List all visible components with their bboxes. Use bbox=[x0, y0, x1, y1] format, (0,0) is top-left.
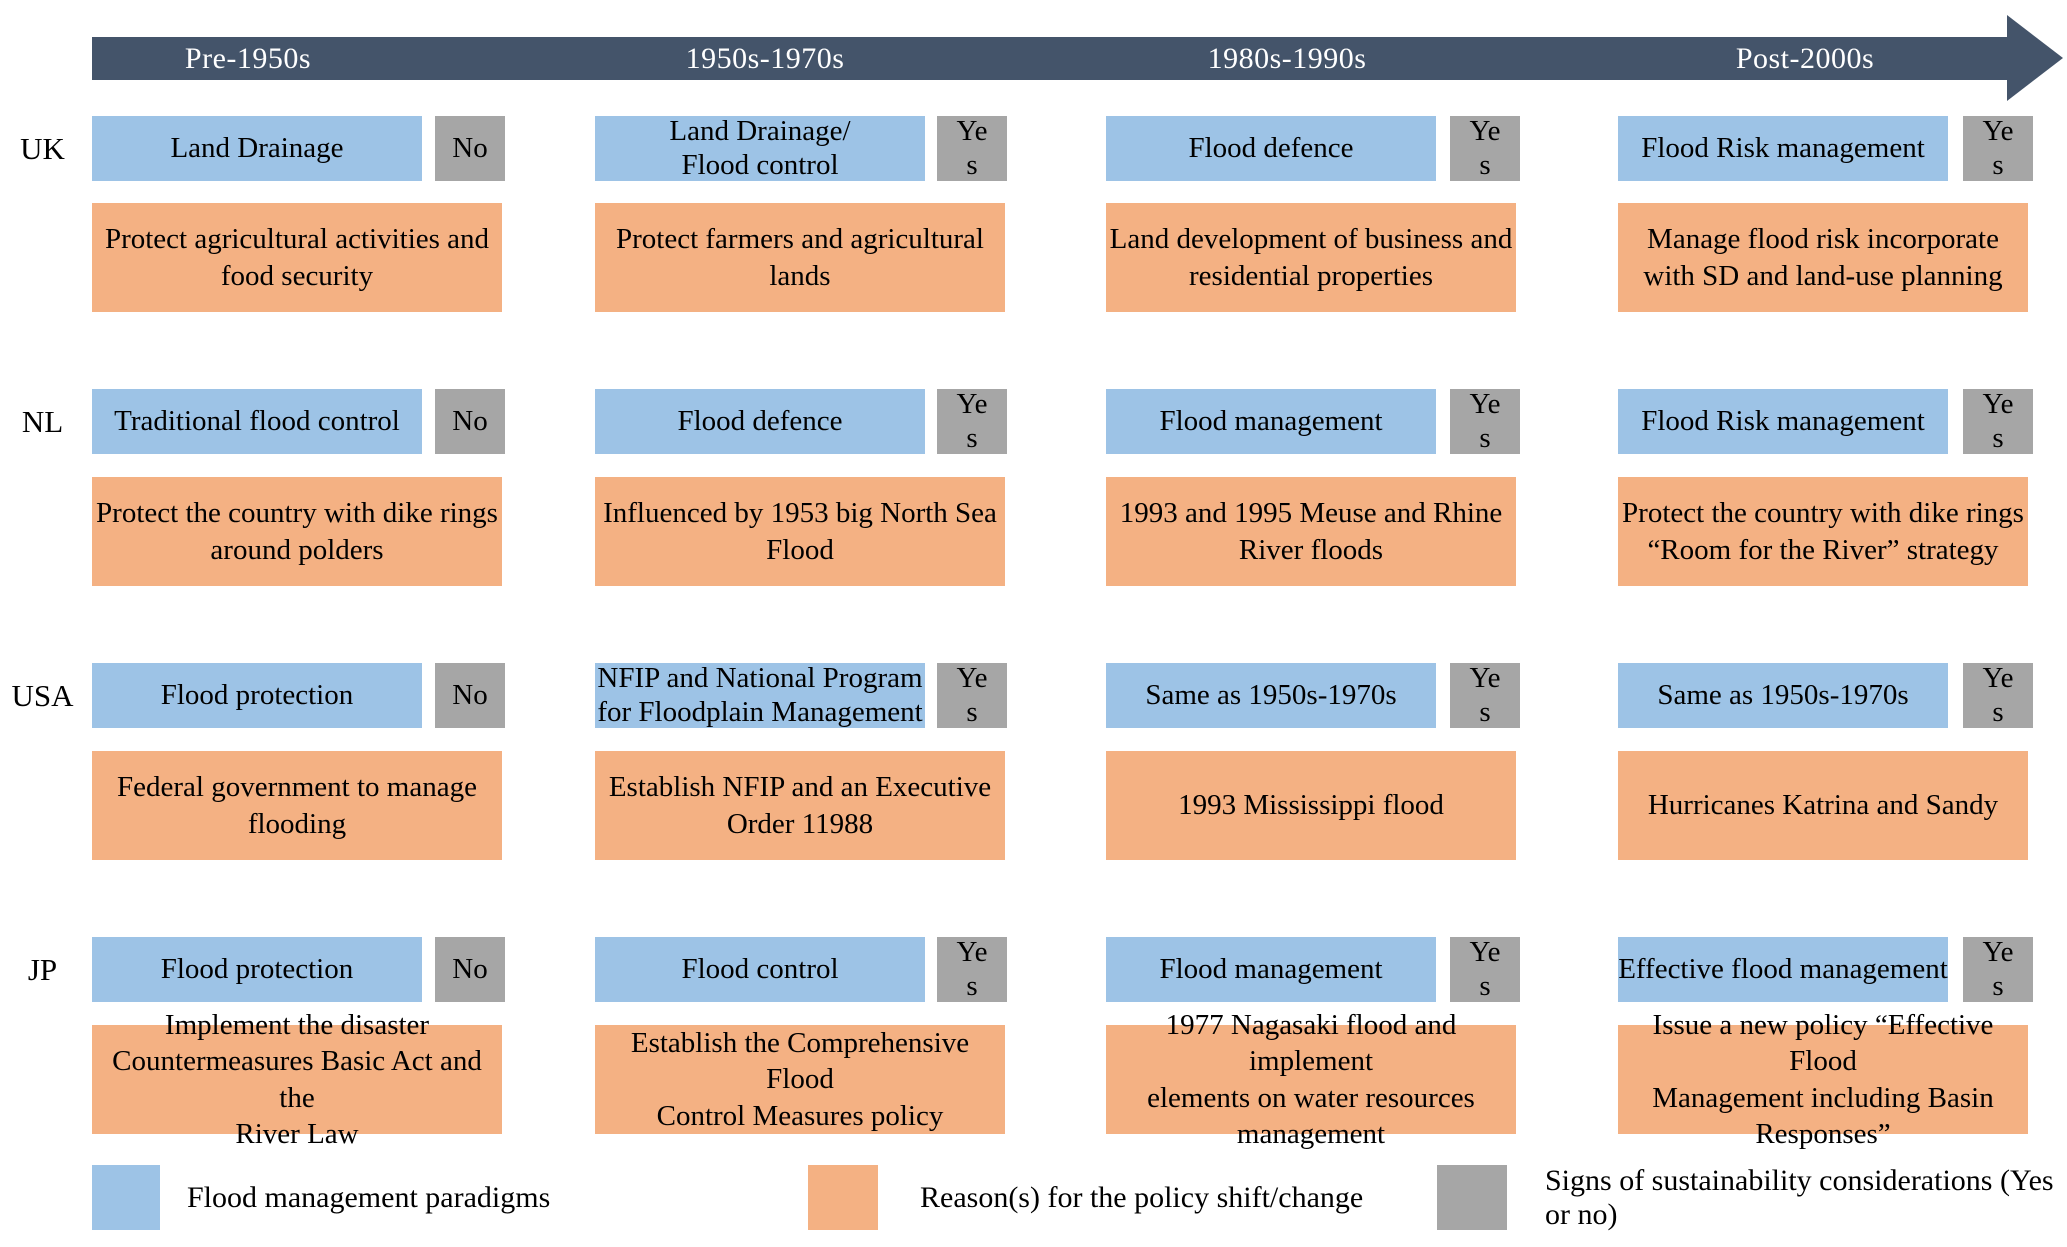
period-label-1980s-1990s: 1980s-1990s bbox=[1207, 42, 1367, 75]
sustainability-value: Yes bbox=[1469, 662, 1501, 728]
period-label-1950s-1970s: 1950s-1970s bbox=[685, 42, 845, 75]
paradigm-box-nl-3: Flood management bbox=[1106, 389, 1436, 454]
sustainability-badge-usa-1: No bbox=[435, 663, 505, 728]
paradigm-box-uk-1: Land Drainage bbox=[92, 116, 422, 181]
sustainability-badge-uk-1: No bbox=[435, 116, 505, 181]
paradigm-box-usa-4: Same as 1950s-1970s bbox=[1618, 663, 1948, 728]
reason-box-nl-2: Influenced by 1953 big North Sea Flood bbox=[595, 477, 1005, 586]
sustainability-badge-nl-4: Yes bbox=[1963, 388, 2033, 454]
legend-swatch-paradigm bbox=[92, 1165, 160, 1230]
sustainability-badge-uk-4: Yes bbox=[1963, 115, 2033, 181]
period-label-post-2000s: Post-2000s bbox=[1735, 42, 1875, 75]
country-label-uk: UK bbox=[20, 130, 65, 166]
paradigm-box-usa-1: Flood protection bbox=[92, 663, 422, 728]
reason-box-nl-4: Protect the country with dike rings “Roo… bbox=[1618, 477, 2028, 586]
reason-box-uk-3: Land development of business and residen… bbox=[1106, 203, 1516, 312]
sustainability-value: Yes bbox=[1982, 115, 2014, 181]
paradigm-box-usa-2: NFIP and National Program for Floodplain… bbox=[595, 662, 925, 728]
paradigm-box-uk-3: Flood defence bbox=[1106, 116, 1436, 181]
reason-box-jp-2: Establish the Comprehensive Flood Contro… bbox=[595, 1025, 1005, 1134]
legend-swatch-sustainability bbox=[1437, 1165, 1507, 1230]
sustainability-badge-usa-4: Yes bbox=[1963, 662, 2033, 728]
reason-box-uk-1: Protect agricultural activities and food… bbox=[92, 203, 502, 312]
sustainability-badge-nl-2: Yes bbox=[937, 388, 1007, 454]
paradigm-box-uk-2: Land Drainage/ Flood control bbox=[595, 115, 925, 181]
paradigm-box-jp-1: Flood protection bbox=[92, 937, 422, 1002]
sustainability-value: Yes bbox=[956, 662, 988, 728]
country-label-usa: USA bbox=[11, 677, 74, 713]
sustainability-badge-nl-1: No bbox=[435, 389, 505, 454]
sustainability-badge-uk-2: Yes bbox=[937, 115, 1007, 181]
reason-box-jp-3: 1977 Nagasaki flood and implement elemen… bbox=[1106, 1009, 1516, 1150]
sustainability-value: Yes bbox=[956, 115, 988, 181]
sustainability-badge-jp-3: Yes bbox=[1450, 936, 1520, 1002]
sustainability-value: Yes bbox=[1982, 936, 2014, 1002]
sustainability-value: Yes bbox=[1469, 115, 1501, 181]
legend-label-paradigm: Flood management paradigms bbox=[187, 1180, 551, 1214]
sustainability-value: Yes bbox=[956, 388, 988, 454]
sustainability-badge-jp-2: Yes bbox=[937, 936, 1007, 1002]
reason-box-uk-2: Protect farmers and agricultural lands bbox=[595, 203, 1005, 312]
sustainability-badge-jp-4: Yes bbox=[1963, 936, 2033, 1002]
paradigm-box-jp-4: Effective flood management bbox=[1618, 937, 1948, 1002]
reason-box-usa-3: 1993 Mississippi flood bbox=[1106, 751, 1516, 860]
paradigm-box-jp-3: Flood management bbox=[1106, 937, 1436, 1002]
country-label-jp: JP bbox=[27, 951, 58, 987]
paradigm-box-jp-2: Flood control bbox=[595, 937, 925, 1002]
period-label-pre-1950s: Pre-1950s bbox=[184, 42, 312, 75]
reason-box-usa-4: Hurricanes Katrina and Sandy bbox=[1618, 751, 2028, 860]
paradigm-box-nl-1: Traditional flood control bbox=[92, 389, 422, 454]
sustainability-badge-jp-1: No bbox=[435, 937, 505, 1002]
reason-box-jp-4: Issue a new policy “Effective Flood Mana… bbox=[1618, 1009, 2028, 1150]
sustainability-value: Yes bbox=[956, 936, 988, 1002]
sustainability-value: Yes bbox=[1982, 662, 2014, 728]
sustainability-value: Yes bbox=[1469, 936, 1501, 1002]
sustainability-value: No bbox=[452, 952, 488, 985]
reason-box-jp-1: Implement the disaster Countermeasures B… bbox=[92, 1009, 502, 1150]
timeline-bar bbox=[92, 37, 2007, 80]
legend-label-sustainability: Signs of sustainability considerations (… bbox=[1545, 1163, 2054, 1231]
sustainability-badge-usa-3: Yes bbox=[1450, 662, 1520, 728]
reason-box-nl-1: Protect the country with dike rings arou… bbox=[92, 477, 502, 586]
reason-box-uk-4: Manage flood risk incorporate with SD an… bbox=[1618, 203, 2028, 312]
reason-box-usa-2: Establish NFIP and an Executive Order 11… bbox=[595, 751, 1005, 860]
reason-box-nl-3: 1993 and 1995 Meuse and Rhine River floo… bbox=[1106, 477, 1516, 586]
legend-label-reason: Reason(s) for the policy shift/change bbox=[920, 1180, 1364, 1214]
sustainability-value: No bbox=[452, 678, 488, 711]
sustainability-badge-nl-3: Yes bbox=[1450, 388, 1520, 454]
sustainability-value: Yes bbox=[1982, 388, 2014, 454]
paradigm-box-nl-4: Flood Risk management bbox=[1618, 389, 1948, 454]
paradigm-box-usa-3: Same as 1950s-1970s bbox=[1106, 663, 1436, 728]
sustainability-badge-usa-2: Yes bbox=[937, 662, 1007, 728]
paradigm-box-nl-2: Flood defence bbox=[595, 389, 925, 454]
paradigm-box-uk-4: Flood Risk management bbox=[1618, 116, 1948, 181]
sustainability-badge-uk-3: Yes bbox=[1450, 115, 1520, 181]
country-label-nl: NL bbox=[21, 403, 64, 439]
legend-swatch-reason bbox=[808, 1165, 878, 1230]
sustainability-value: No bbox=[452, 131, 488, 164]
sustainability-value: No bbox=[452, 404, 488, 437]
timeline-arrow-head-icon bbox=[2007, 15, 2063, 101]
reason-box-usa-1: Federal government to manage flooding bbox=[92, 751, 502, 860]
sustainability-value: Yes bbox=[1469, 388, 1501, 454]
